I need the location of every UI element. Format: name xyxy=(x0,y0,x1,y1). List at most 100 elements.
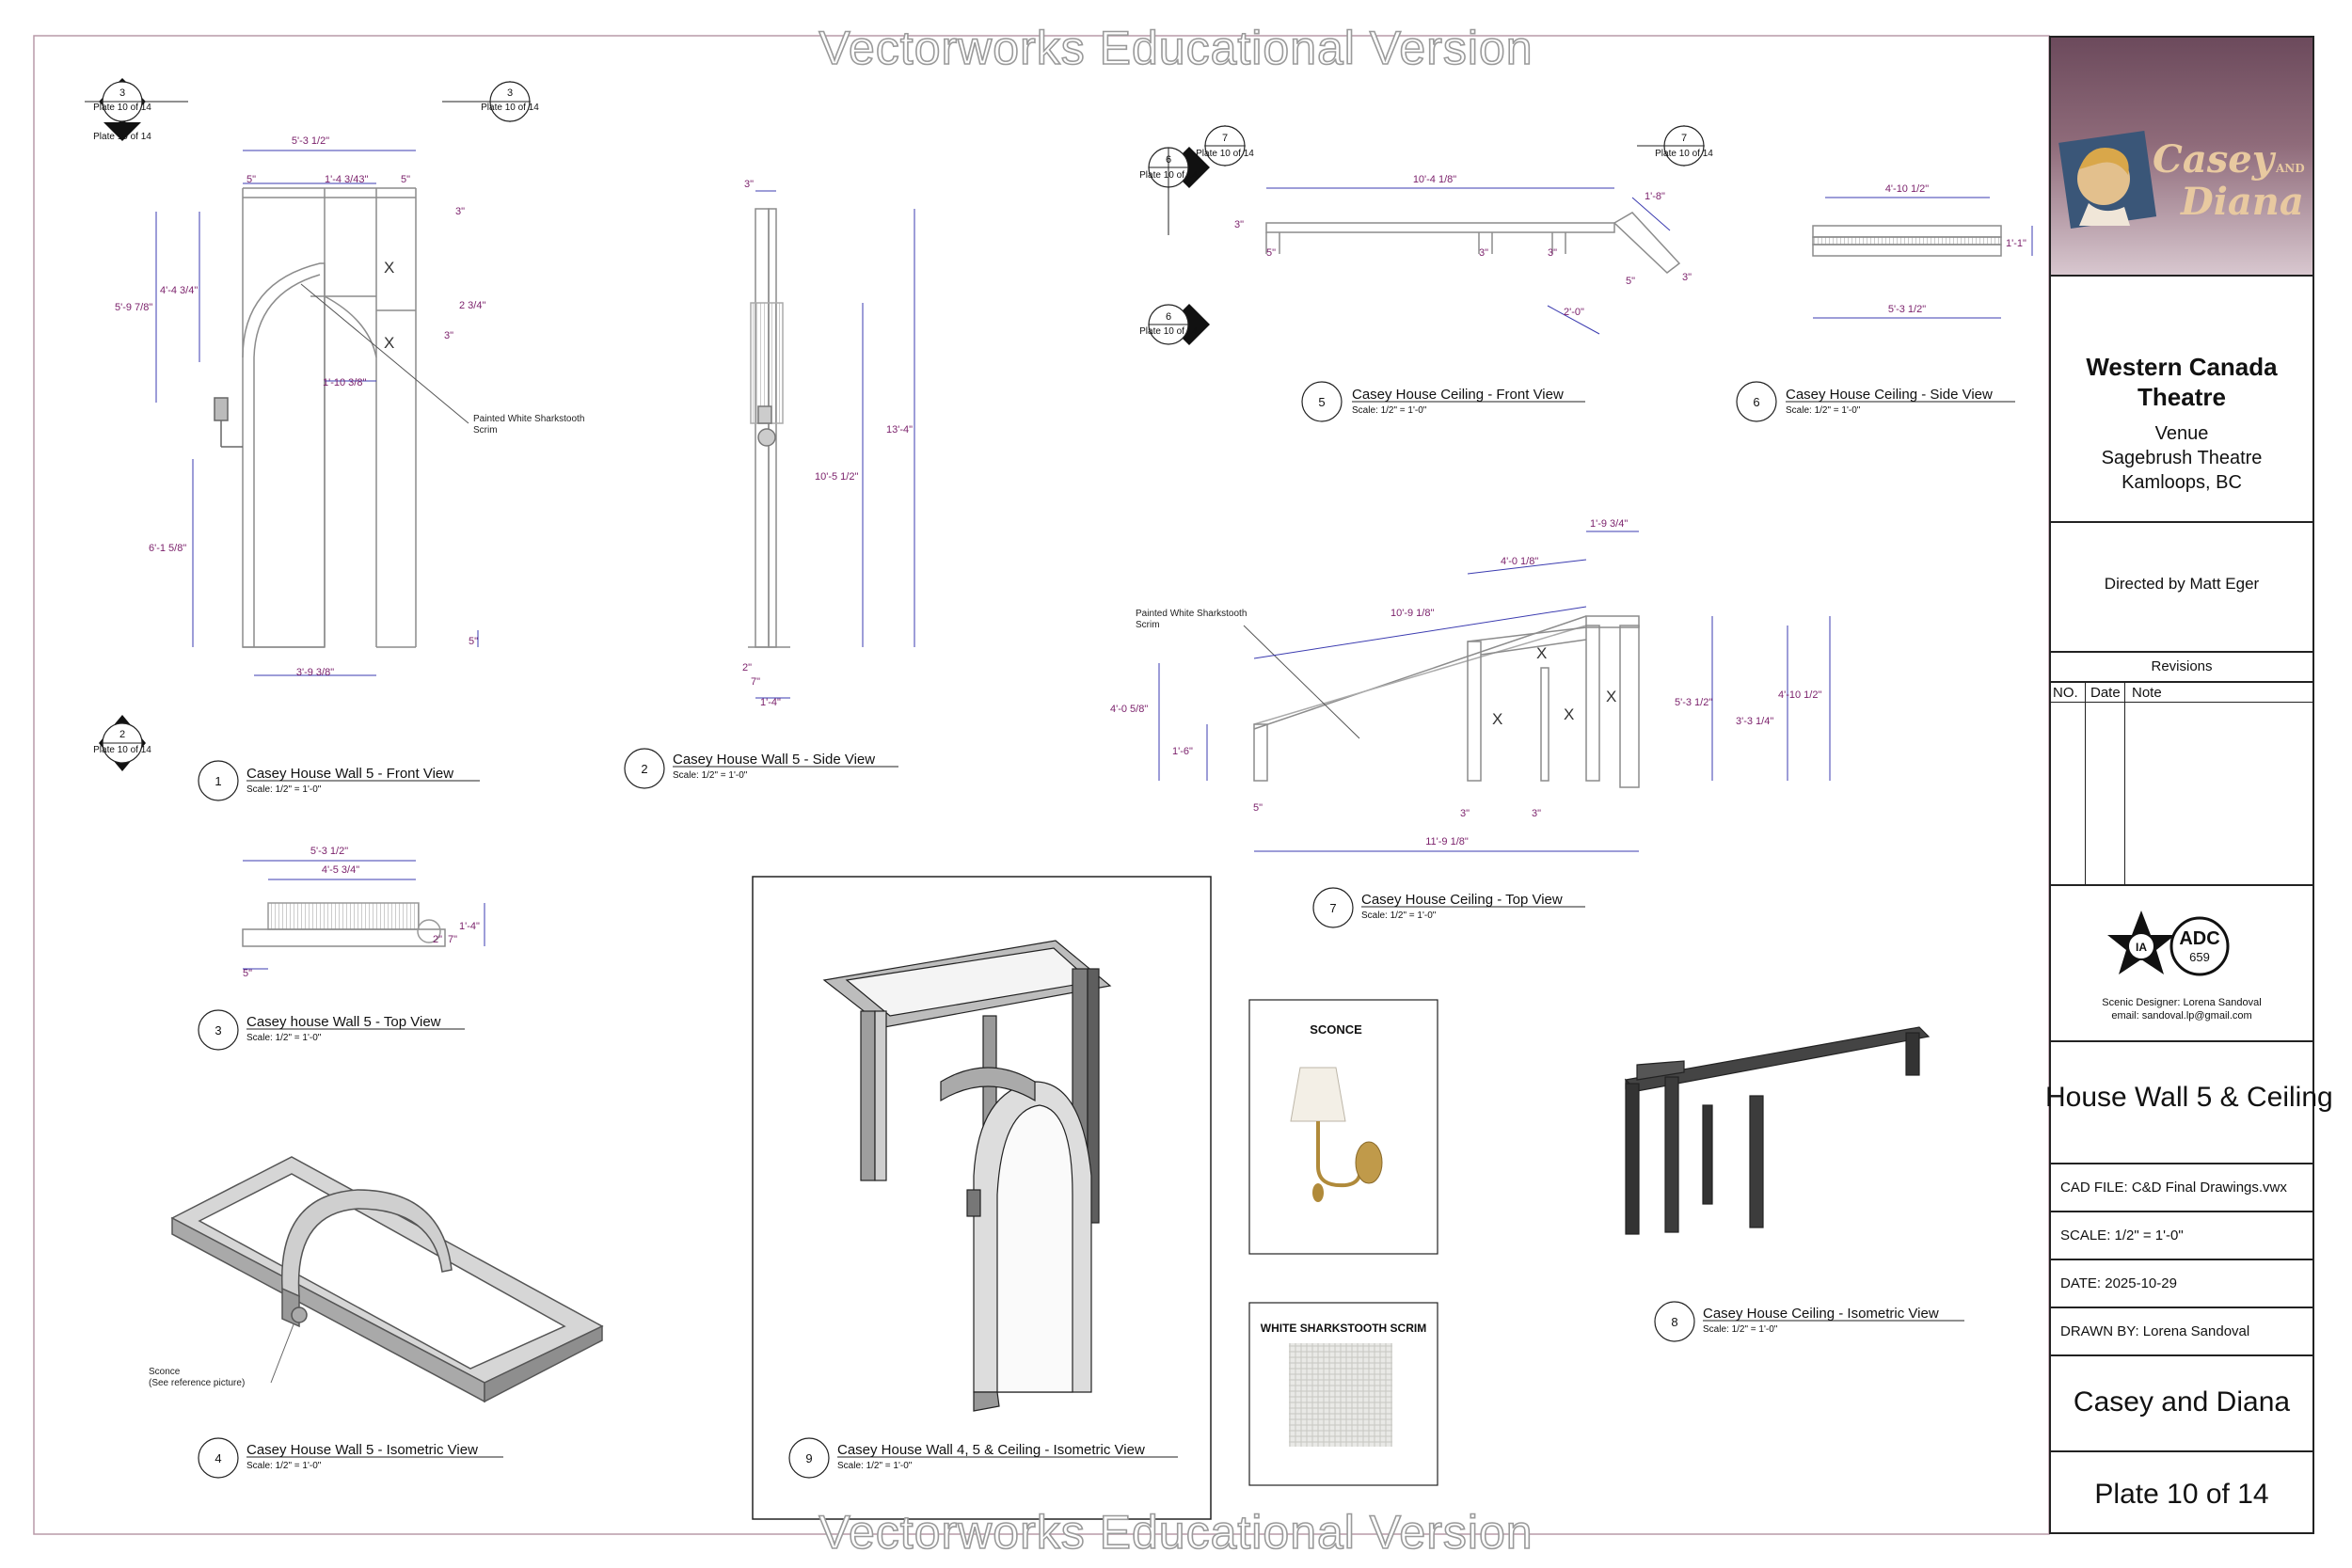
marker-number: 6 xyxy=(1166,154,1171,166)
date-cell: DATE: 2025-10-29 xyxy=(2051,1260,2312,1308)
dim-label: 3" xyxy=(1532,808,1541,819)
designer-cell: IA ADC 659 Scenic Designer: Lorena Sando… xyxy=(2051,886,2312,1042)
view-5-front-drawing xyxy=(1265,212,1681,274)
section-marker-3-right: 3 Plate 10 of 14 xyxy=(442,81,539,122)
view-scale: Scale: 1/2" = 1'-0" xyxy=(1703,1324,1778,1335)
dim-label: 3" xyxy=(444,330,453,341)
director-credit: Directed by Matt Eger xyxy=(2104,575,2260,593)
view-3-top-drawing xyxy=(242,902,446,947)
plate-cell: Plate 10 of 14 xyxy=(2051,1452,2312,1536)
dim-label: 1'-6" xyxy=(1172,746,1193,757)
view-title: Casey House Ceiling - Front View xyxy=(1352,387,1564,403)
section-marker-3-left: 3 Plate 10 of 14 Plate 10 of 14 xyxy=(85,78,188,142)
view-9-isometric-drawing xyxy=(822,940,1112,1412)
dim-label: 10'-4 1/8" xyxy=(1413,174,1456,185)
dim-label: 3" xyxy=(744,179,754,190)
view-number: 5 xyxy=(1318,395,1325,409)
note-label: Painted White Sharkstooth xyxy=(473,414,584,424)
view-title: Casey House Wall 4, 5 & Ceiling - Isomet… xyxy=(837,1442,1145,1458)
x-mark: X xyxy=(1606,688,1616,705)
view-scale: Scale: 1/2" = 1'-0" xyxy=(673,770,748,781)
cad-file: CAD FILE: C&D Final Drawings.vwx xyxy=(2060,1180,2287,1196)
company-name-line2: Theatre xyxy=(2137,383,2226,411)
view-9-frame xyxy=(752,876,1212,1520)
marker-number: 6 xyxy=(1166,311,1171,323)
view-6-side-drawing xyxy=(1812,225,2002,257)
dim-label: 5" xyxy=(469,636,478,647)
view-scale: Scale: 1/2" = 1'-0" xyxy=(246,784,322,795)
dim-label: 1'-4 3/43" xyxy=(325,174,368,185)
view-6-dimensions: 4'-10 1/2" 5'-3 1/2" 1'-1" xyxy=(1885,183,2026,315)
section-marker-6-bottom: 6 Plate 10 of 14 xyxy=(1139,304,1210,345)
dim-label: 5" xyxy=(1266,247,1276,259)
dim-label: 4'-10 1/2" xyxy=(1885,183,1929,195)
marker-plate-ref: Plate 10 of 14 xyxy=(1139,326,1198,337)
dim-label: 5'-3 1/2" xyxy=(1675,697,1712,708)
view-number: 7 xyxy=(1329,901,1336,915)
marker-plate-ref: Plate 10 of 14 xyxy=(1196,149,1254,159)
show-name: Casey and Diana xyxy=(2073,1386,2291,1418)
dim-label: 4'-10 1/2" xyxy=(1778,689,1821,701)
revisions-header-rule xyxy=(2051,702,2312,703)
dim-label: 7" xyxy=(751,676,760,688)
scrim-label: WHITE SHARKSTOOTH SCRIM xyxy=(1261,1322,1426,1335)
scrim-swatch xyxy=(1289,1343,1392,1447)
marker-number: 2 xyxy=(119,729,125,740)
x-mark: X xyxy=(1536,644,1547,662)
dim-label: 5" xyxy=(243,968,252,979)
marker-plate-ref: Plate 10 of 14 xyxy=(93,745,151,755)
dim-label: 4'-4 3/4" xyxy=(160,285,198,296)
view-2-dimensions: 3" 10'-5 1/2" 13'-4" 2" 7" 1'-4" xyxy=(742,179,913,708)
dim-label: 3" xyxy=(1479,247,1488,259)
marker-plate-ref: Plate 10 of 14 xyxy=(481,103,539,113)
view-6-dimension-lines xyxy=(1813,197,2033,319)
view-1-dimensions: 5'-3 1/2" 5" 1'-4 3/43" 5" 3" 4'-4 3/4" … xyxy=(115,135,485,678)
dim-label: 1'-8" xyxy=(1645,191,1665,202)
leader-line xyxy=(270,1323,294,1384)
designer-email: email: sandoval.lp@gmail.com xyxy=(2111,1010,2252,1022)
logo-word-and: AND xyxy=(2275,162,2305,175)
note-label: Painted White Sharkstooth xyxy=(1136,609,1247,619)
revisions-header-rule xyxy=(2051,681,2312,683)
x-mark: X xyxy=(1564,705,1574,723)
scale-cell: SCALE: 1/2" = 1'-0" xyxy=(2051,1212,2312,1260)
venue-label: Venue xyxy=(2154,423,2209,444)
view-8-isometric-drawing xyxy=(1624,1026,1931,1235)
dim-label: 1'-4" xyxy=(760,697,781,708)
revisions-title: Revisions xyxy=(2151,658,2213,674)
view-title-5: 5 Casey House Ceiling - Front View Scale… xyxy=(1301,381,1585,422)
view-4-isometric-drawing xyxy=(170,1156,604,1403)
show-name-cell: Casey and Diana xyxy=(2051,1356,2312,1452)
dim-label: 5" xyxy=(1626,276,1635,287)
dim-label: 13'-4" xyxy=(886,424,913,436)
union-logo: IA ADC 659 xyxy=(2107,911,2230,976)
view-number: 2 xyxy=(641,762,647,776)
dim-label: 3" xyxy=(1682,272,1692,283)
dim-label: 1'-4" xyxy=(459,921,480,932)
view-number: 3 xyxy=(215,1023,221,1037)
sconce-reference-frame xyxy=(1248,999,1438,1255)
revisions-cell: Revisions NO. Date Note xyxy=(2051,653,2312,886)
view-number: 1 xyxy=(215,774,221,788)
marker-plate-ref: Plate 10 of 14 xyxy=(1655,149,1713,159)
dim-label: 11'-9 1/8" xyxy=(1425,836,1469,847)
drawn-by-field: DRAWN BY: Lorena Sandoval xyxy=(2060,1323,2250,1339)
union-adc: ADC xyxy=(2179,928,2219,949)
view-title-6: 6 Casey House Ceiling - Side View Scale:… xyxy=(1736,381,2015,422)
union-ia: IA xyxy=(2136,941,2147,954)
company-name-line1: Western Canada xyxy=(2086,353,2278,381)
plate-number: Plate 10 of 14 xyxy=(2094,1479,2269,1510)
section-marker-7-left: 7 Plate 10 of 14 xyxy=(1196,125,1254,166)
view-scale: Scale: 1/2" = 1'-0" xyxy=(1361,911,1437,921)
sconce-label: SCONCE xyxy=(1310,1022,1362,1037)
view-number: 4 xyxy=(215,1451,221,1465)
view-7-dimension-lines xyxy=(1158,531,1831,852)
view-scale: Scale: 1/2" = 1'-0" xyxy=(246,1461,322,1471)
revisions-col-rule xyxy=(2124,681,2125,886)
dim-label: 7" xyxy=(448,934,457,945)
view-number: 8 xyxy=(1671,1315,1677,1329)
view-number: 6 xyxy=(1753,395,1759,409)
dim-label: 5'-3 1/2" xyxy=(292,135,329,147)
note-label: Sconce xyxy=(149,1367,181,1377)
